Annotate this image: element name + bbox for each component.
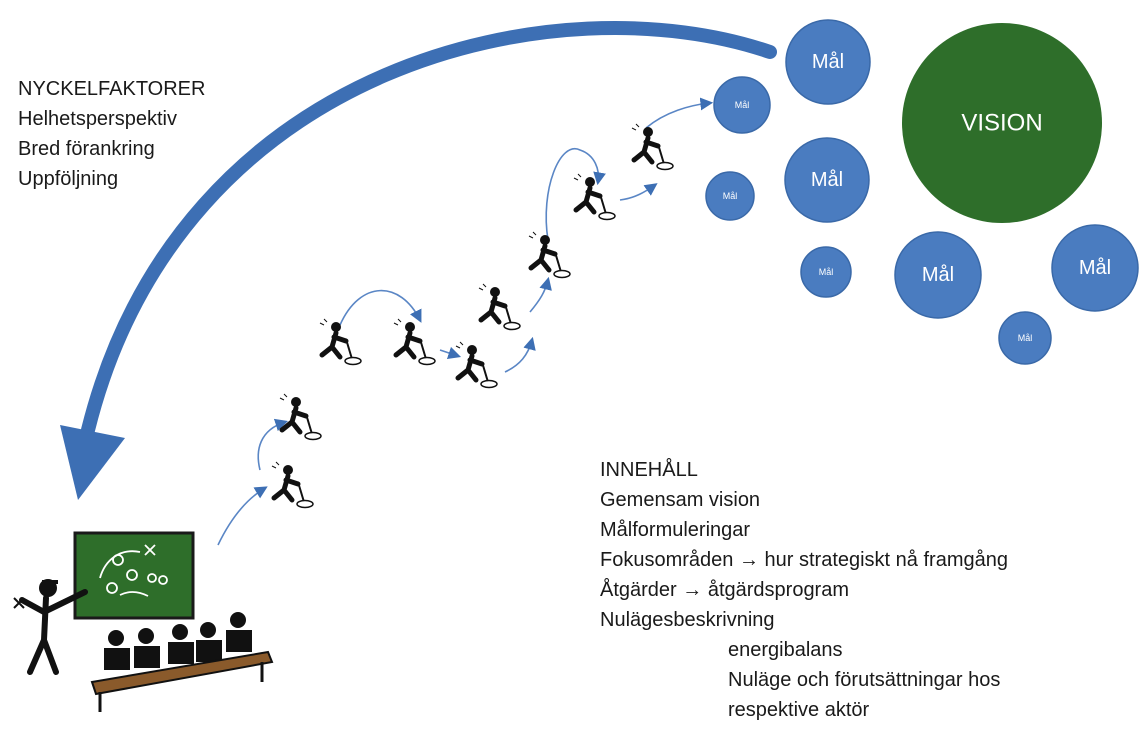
goal-label: Mål	[1079, 257, 1111, 279]
teacher-scene	[13, 531, 274, 712]
progress-arrows	[217, 97, 714, 546]
progress-arrow	[439, 346, 462, 360]
goal-circle	[785, 19, 871, 105]
goal-label: Mål	[812, 51, 844, 73]
key-factors-block: NYCKELFAKTORER Helhetsperspektiv Bred fö…	[18, 74, 205, 194]
key-factors-heading: NYCKELFAKTORER	[18, 78, 206, 100]
climbers	[271, 123, 674, 509]
vision-label: VISION	[961, 110, 1042, 137]
pushing-figure-icon	[631, 123, 674, 171]
goal-circle	[998, 311, 1052, 365]
goal-circle	[894, 231, 982, 319]
vision-circle	[902, 23, 1102, 223]
goal-circle	[1051, 224, 1139, 312]
pushing-figure-icon	[455, 341, 498, 389]
content-subitem: Nuläge och förutsättningar hos	[728, 669, 1001, 691]
chalkboard	[73, 531, 195, 620]
pushing-figure-icon	[528, 231, 571, 279]
pushing-figure-icon	[279, 393, 322, 441]
content-item: Målformuleringar	[600, 519, 751, 541]
desk	[90, 650, 274, 696]
students-at-desk-icon	[90, 612, 274, 712]
content-item: Nulägesbeskrivning	[600, 609, 775, 631]
play-sketch	[99, 544, 168, 597]
content-heading: INNEHÅLL	[600, 459, 698, 481]
feedback-arrow	[60, 21, 777, 500]
pushing-figure-icon	[393, 318, 436, 366]
progress-arrow	[619, 183, 658, 201]
goal-label: Mål	[723, 191, 738, 201]
goal-circle	[713, 76, 771, 134]
progress-arrow	[217, 486, 268, 546]
key-factor-item: Helhetsperspektiv	[18, 108, 177, 130]
progress-arrow	[257, 418, 289, 471]
feedback-arrow-shaft	[81, 21, 777, 437]
content-item: Åtgärder → åtgärdsprogram	[600, 579, 850, 601]
content-subitem: energibalans	[728, 639, 843, 661]
goal-circle	[800, 246, 852, 298]
key-factor-item: Uppföljning	[18, 168, 119, 190]
goal-label: Mål	[922, 264, 954, 286]
goal-circle	[705, 171, 755, 221]
goal-circle	[784, 137, 870, 223]
progress-arrow	[339, 289, 422, 326]
content-item: Gemensam vision	[600, 489, 761, 511]
content-block: INNEHÅLL Gemensam vision Målformuleringa…	[600, 455, 1008, 725]
goal-label: Mål	[1018, 333, 1033, 343]
progress-arrow	[545, 147, 606, 241]
progress-arrow	[504, 336, 536, 373]
pushing-figure-icon	[319, 318, 362, 366]
goal-label: Mål	[811, 169, 843, 191]
goal-label: Mål	[819, 267, 834, 277]
pushing-figure-icon	[478, 283, 521, 331]
content-subitem: respektive aktör	[728, 699, 870, 721]
goal-label: Mål	[735, 100, 750, 110]
progress-arrow	[529, 276, 552, 313]
key-factor-item: Bred förankring	[18, 138, 155, 160]
progress-arrow	[645, 97, 714, 129]
pushing-figure-icon	[271, 461, 314, 509]
feedback-arrow-head	[60, 425, 125, 500]
pushing-figure-icon	[573, 173, 616, 221]
content-item: Fokusområden → hur strategiskt nå framgå…	[600, 549, 1008, 571]
teacher-at-board-icon	[13, 531, 195, 675]
